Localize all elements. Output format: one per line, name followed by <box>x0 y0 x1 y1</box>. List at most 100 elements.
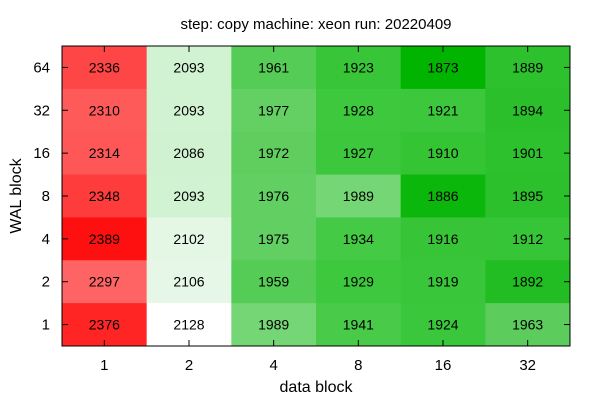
cell-value-label: 1928 <box>343 102 374 118</box>
heatmap-cell <box>316 88 402 133</box>
cell-value-label: 1894 <box>512 102 543 118</box>
heatmap-cell <box>485 88 571 133</box>
cell-value-label: 2106 <box>173 274 204 290</box>
heatmap-cell <box>62 217 148 261</box>
cell-value-label: 2093 <box>173 102 204 118</box>
cell-value-label: 1972 <box>258 145 289 161</box>
y-tick-label: 16 <box>33 145 50 162</box>
x-tick-label: 8 <box>354 357 362 374</box>
cell-value-label: 2376 <box>89 317 120 333</box>
cell-value-label: 2348 <box>89 188 120 204</box>
heatmap-cell <box>316 260 402 304</box>
heatmap-cell <box>62 260 148 304</box>
heatmap-cell <box>146 88 232 133</box>
y-tick-label: 1 <box>42 317 50 334</box>
cell-value-label: 2314 <box>89 145 120 161</box>
cell-value-label: 1941 <box>343 317 374 333</box>
cell-value-label: 1889 <box>512 59 543 75</box>
cell-value-label: 2093 <box>173 59 204 75</box>
heatmap-cell <box>485 46 571 90</box>
cell-value-label: 2086 <box>173 145 204 161</box>
heatmap-cell <box>485 131 571 176</box>
heatmap-cell <box>485 217 571 261</box>
x-tick-label: 16 <box>435 357 452 374</box>
heatmap-cell <box>316 217 402 261</box>
heatmap-cell <box>485 174 571 218</box>
chart-title: step: copy machine: xeon run: 20220409 <box>180 16 451 33</box>
cell-value-label: 1923 <box>343 59 374 75</box>
y-tick-label: 64 <box>33 59 50 76</box>
heatmap-cell <box>485 303 571 347</box>
y-tick-label: 2 <box>42 274 50 291</box>
heatmap-cell <box>316 303 402 347</box>
cell-value-label: 1961 <box>258 59 289 75</box>
cell-value-label: 1912 <box>512 231 543 247</box>
cell-value-label: 2336 <box>89 59 120 75</box>
heatmap-cell <box>400 46 486 90</box>
heatmap-cell <box>231 88 317 133</box>
heatmap-cell <box>316 131 402 176</box>
cell-value-label: 1916 <box>427 231 458 247</box>
cell-value-label: 1976 <box>258 188 289 204</box>
cell-value-label: 1924 <box>427 317 458 333</box>
cell-value-label: 1975 <box>258 231 289 247</box>
cell-value-label: 2297 <box>89 274 120 290</box>
heatmap-cell <box>400 303 486 347</box>
heatmap-cell <box>231 217 317 261</box>
cell-value-label: 1873 <box>427 59 458 75</box>
x-tick-label: 1 <box>100 357 108 374</box>
heatmap-cell <box>400 174 486 218</box>
cell-value-label: 1886 <box>427 188 458 204</box>
plot-border <box>61 45 571 347</box>
heatmap-cell <box>62 131 148 176</box>
heatmap-cell <box>146 303 232 347</box>
cell-value-label: 1989 <box>258 317 289 333</box>
x-tick-label: 2 <box>185 357 193 374</box>
heatmap-cell <box>485 260 571 304</box>
cell-value-label: 2093 <box>173 188 204 204</box>
heatmap-cell <box>316 46 402 90</box>
heatmap-cell <box>231 131 317 176</box>
x-axis-label: data block <box>280 379 354 396</box>
cell-value-label: 1921 <box>427 102 458 118</box>
x-axis-ticks: 1 2 4 8 16 32 <box>100 46 536 374</box>
cell-value-label: 1892 <box>512 274 543 290</box>
y-axis-label: WAL block <box>8 157 25 233</box>
cell-value-label: 2310 <box>89 102 120 118</box>
x-tick-label: 4 <box>269 357 277 374</box>
heatmap-cell <box>400 260 486 304</box>
heatmap-cell <box>146 131 232 176</box>
heatmap-cell <box>62 303 148 347</box>
y-tick-label: 4 <box>42 231 50 248</box>
heatmap-cell <box>400 131 486 176</box>
heatmap-cell <box>316 174 402 218</box>
cell-value-label: 2128 <box>173 317 204 333</box>
cell-value-label: 1963 <box>512 317 543 333</box>
cell-value-label: 2102 <box>173 231 204 247</box>
heatmap-cell <box>146 260 232 304</box>
cell-value-label: 1927 <box>343 145 374 161</box>
heatmap-cell <box>231 260 317 304</box>
heatmap-cell <box>231 46 317 90</box>
y-tick-label: 8 <box>42 188 50 205</box>
y-axis-ticks: 64 32 16 8 4 2 1 <box>33 59 570 334</box>
heatmap-cells: 2336 2093 1961 1923 1873 1889 2310 2093 1977 1928… <box>62 46 571 347</box>
cell-value-label: 1895 <box>512 188 543 204</box>
cell-value-label: 1977 <box>258 102 289 118</box>
x-tick-label: 32 <box>519 357 536 374</box>
cell-value-label: 1901 <box>512 145 543 161</box>
heatmap-cell <box>146 174 232 218</box>
heatmap-cell <box>62 88 148 133</box>
heatmap-cell <box>231 303 317 347</box>
cell-value-label: 1929 <box>343 274 374 290</box>
heatmap-cell <box>400 88 486 133</box>
heatmap-cell <box>62 174 148 218</box>
heatmap-cell <box>146 217 232 261</box>
heatmap-cell <box>62 46 148 90</box>
heatmap-cell <box>231 174 317 218</box>
y-tick-label: 32 <box>33 102 50 119</box>
cell-value-label: 2389 <box>89 231 120 247</box>
cell-value-label: 1919 <box>427 274 458 290</box>
heatmap-cell <box>400 217 486 261</box>
